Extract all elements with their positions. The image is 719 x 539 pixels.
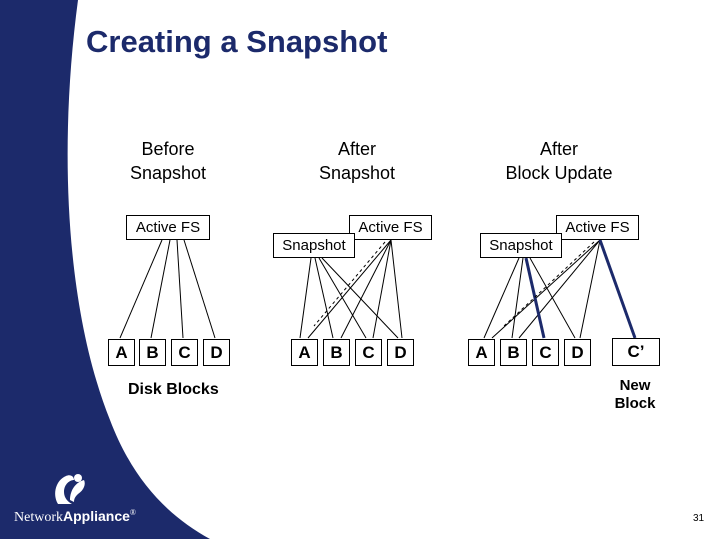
disk-block-a: A — [291, 339, 318, 366]
activefs-to-cprime-bold — [598, 239, 637, 339]
logo-text-part1: Network — [14, 510, 63, 525]
dashed-connector — [313, 241, 386, 327]
disk-block-b: B — [139, 339, 166, 366]
slide-title: Creating a Snapshot — [86, 24, 388, 59]
netapp-logo-text: NetworkAppliance® — [14, 508, 136, 526]
before-connectors — [119, 239, 216, 339]
new-block-c-prime: C’ — [612, 338, 660, 366]
heading-line: Before — [141, 139, 195, 159]
disk-block-a: A — [468, 339, 495, 366]
after-update-connectors — [483, 239, 601, 339]
active-fs-box: Active FS — [126, 215, 210, 240]
logo-registered-mark: ® — [129, 508, 136, 517]
column-heading-after-snapshot: After Snapshot — [297, 137, 417, 185]
heading-line: Snapshot — [318, 163, 396, 183]
heading-line: After — [337, 139, 376, 159]
disk-block-a: A — [108, 339, 135, 366]
disk-block-d: D — [564, 339, 591, 366]
heading-line: After — [539, 139, 578, 159]
snapshot-box: Snapshot — [480, 233, 562, 258]
caption-line: New — [619, 377, 651, 394]
column-heading-after-update: After Block Update — [489, 137, 629, 185]
snapshot-to-c-bold — [524, 257, 546, 339]
new-block-caption: New Block — [605, 377, 665, 413]
disk-block-d: D — [387, 339, 414, 366]
disk-block-c: C — [171, 339, 198, 366]
after-snapshot-connectors — [299, 239, 403, 339]
disk-block-b: B — [500, 339, 527, 366]
disk-blocks-label: Disk Blocks — [128, 381, 219, 398]
disk-block-d: D — [203, 339, 230, 366]
snapshot-box: Snapshot — [273, 233, 355, 258]
logo-text-part2: Appliance — [63, 508, 130, 524]
disk-block-b: B — [323, 339, 350, 366]
disk-block-c: C — [532, 339, 559, 366]
netapp-logo-mark — [55, 474, 85, 504]
active-fs-box: Active FS — [556, 215, 639, 240]
dashed-connector — [503, 241, 595, 327]
caption-line: Block — [614, 395, 656, 412]
disk-block-c: C — [355, 339, 382, 366]
heading-line: Block Update — [505, 163, 613, 183]
heading-line: Snapshot — [129, 163, 207, 183]
column-heading-before: Before Snapshot — [108, 137, 228, 185]
active-fs-box: Active FS — [349, 215, 432, 240]
page-number: 31 — [693, 513, 705, 524]
